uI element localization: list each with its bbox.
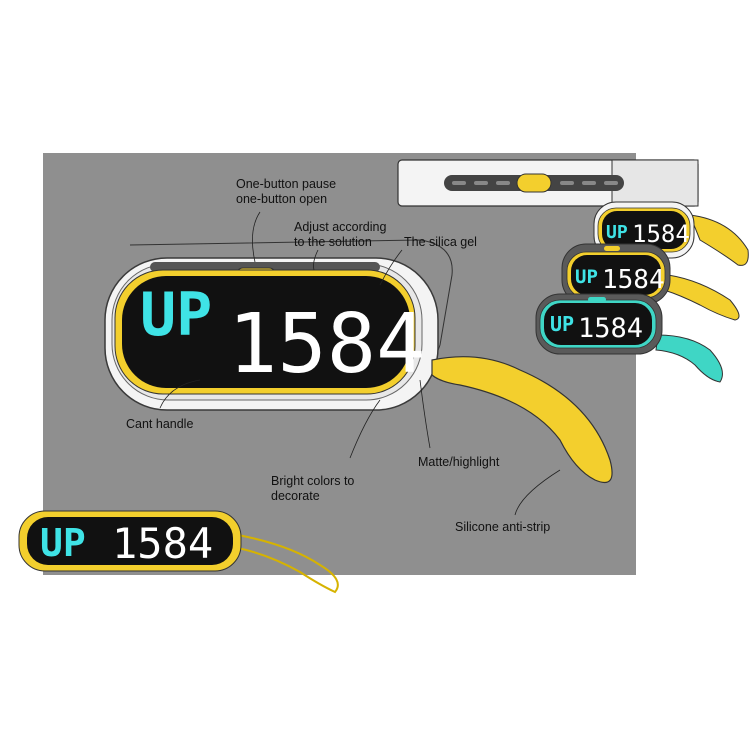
label-pause-open: One-button pause one-button open [236,177,337,206]
main-screen [122,276,410,388]
front-view-device: UP 1584 [18,510,339,594]
label-cant-handle: Cant handle [126,417,194,431]
variant2-mode-text: UP [575,266,598,288]
label-bright-colors: Bright colors to decorate [271,474,355,503]
label-silicone-strip: Silicone anti-strip [455,520,551,534]
variant3-count-text: 1584 [578,313,643,344]
main-timer-device: UP 1584 [104,239,613,484]
label-silica-gel: The silica gel [404,235,477,249]
variant1-mode-text: UP [606,222,628,243]
variant2-count-text: 1584 [602,265,665,295]
variant-white-yellow: UP 1584 [593,201,749,266]
label-adjust: Adjust according to the solution [294,220,387,249]
variant-grey-teal: UP 1584 [535,293,723,383]
callout-lines [159,211,561,516]
main-mode-text: UP [140,280,212,350]
variant-grey-yellow: UP 1584 [561,243,740,321]
main-count-text: 1584 [228,297,425,392]
silicone-strap [431,356,613,484]
top-view-device [397,159,699,207]
variant1-count-text: 1584 [632,220,690,248]
label-matte-highlight: Matte/highlight [418,455,500,469]
front-count-text: 1584 [112,519,213,568]
front-mode-text: UP [40,521,86,565]
variant3-mode-text: UP [550,312,574,336]
